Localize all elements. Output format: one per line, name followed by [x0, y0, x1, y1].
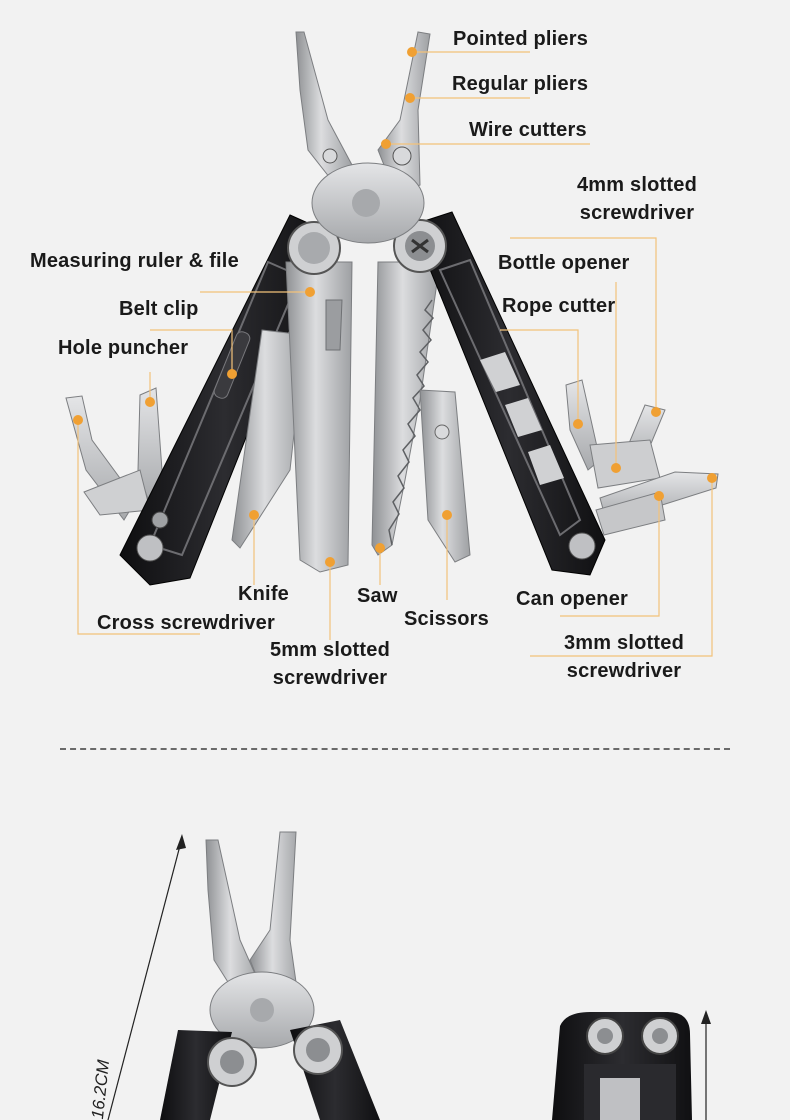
- measure-arrow: [107, 837, 183, 1120]
- label-4mm-line1: 4mm slotted: [576, 174, 697, 196]
- label-5mm-line1: 5mm slotted: [269, 639, 390, 661]
- label-saw: Saw: [357, 585, 398, 607]
- section-divider: [60, 748, 730, 750]
- label-knife: Knife: [238, 583, 289, 605]
- label-3mm-slotted-screwdriver: 3mm slotted screwdriver: [548, 629, 700, 685]
- label-wire-cutters: Wire cutters: [469, 119, 587, 141]
- marker-dots: [73, 47, 717, 567]
- right-handle: [411, 211, 606, 576]
- label-belt-clip: Belt clip: [119, 298, 199, 320]
- label-5mm-line2: screwdriver: [272, 667, 388, 689]
- label-5mm-slotted-screwdriver: 5mm slotted screwdriver: [254, 636, 406, 692]
- label-4mm-line2: screwdriver: [579, 202, 695, 224]
- can-opener-tool: [595, 491, 666, 536]
- screw-bottom-left: [136, 534, 164, 562]
- label-scissors: Scissors: [404, 608, 489, 630]
- label-bottle-opener: Bottle opener: [498, 252, 630, 274]
- label-rope-cutter: Rope cutter: [502, 295, 616, 317]
- label-can-opener: Can opener: [516, 588, 629, 610]
- scissors-blade: [419, 389, 471, 563]
- leader-lines: [77, 51, 713, 657]
- label-hole-puncher: Hole puncher: [58, 337, 189, 359]
- label-3mm-line2: screwdriver: [566, 660, 682, 682]
- label-cross-screwdriver: Cross screwdriver: [97, 612, 275, 634]
- screw-bottom-right: [568, 532, 596, 560]
- label-measuring-ruler: Measuring ruler & file: [30, 250, 239, 272]
- label-3mm-line1: 3mm slotted: [563, 632, 684, 654]
- label-pointed-pliers: Pointed pliers: [453, 28, 589, 50]
- screw-mid-left: [151, 511, 169, 529]
- label-regular-pliers: Regular pliers: [452, 73, 589, 95]
- label-4mm-slotted-screwdriver: 4mm slotted screwdriver: [560, 171, 714, 227]
